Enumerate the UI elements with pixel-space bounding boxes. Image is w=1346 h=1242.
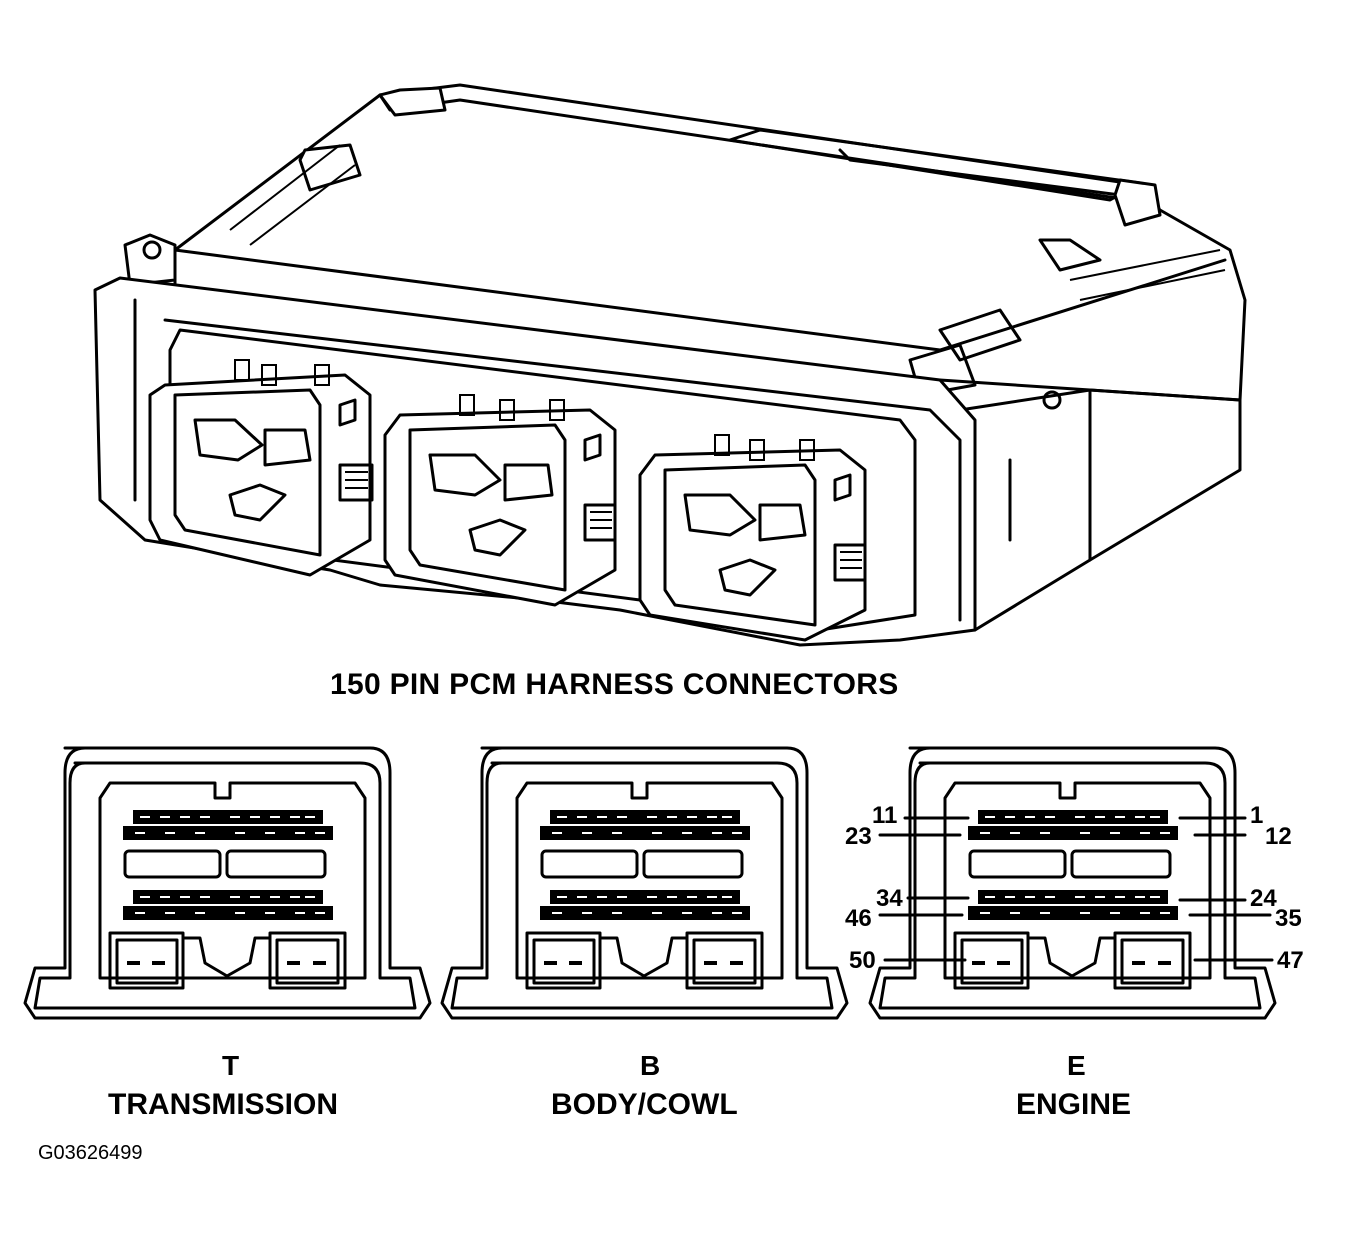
pin-label-47: 47 [1277,947,1304,974]
module-connector-b-icon [383,394,617,607]
pin-label-34: 34 [876,885,903,912]
connector-code-t: T [222,1050,240,1081]
module-connector-t-icon [148,359,374,577]
pin-label-35: 35 [1275,905,1302,932]
pin-label-1: 1 [1250,802,1264,829]
figure-id: G03626499 [38,1142,143,1164]
pin-label-12: 12 [1265,823,1292,850]
pcm-module-icon [93,83,1247,647]
module-connector-e-icon [638,434,867,642]
diagram-title: 150 PIN PCM HARNESS CONNECTORS [330,668,899,701]
pin-label-11: 11 [872,802,898,829]
pin-label-24: 24 [1250,885,1277,912]
pin-label-50: 50 [849,947,876,974]
connector-code-b: B [640,1050,661,1081]
connector-code-e: E [1067,1050,1086,1081]
connector-name-engine: ENGINE [1016,1088,1132,1121]
connector-name-transmission: TRANSMISSION [108,1088,339,1121]
pin-label-46: 46 [845,905,872,932]
connector-name-body-cowl: BODY/COWL [551,1088,738,1121]
connector-face-b-icon [440,746,849,1020]
connector-face-e-icon [868,746,1277,1020]
pin-label-23: 23 [845,823,872,850]
pin-leader-lines [878,816,1274,962]
connector-face-t-icon [23,746,432,1020]
